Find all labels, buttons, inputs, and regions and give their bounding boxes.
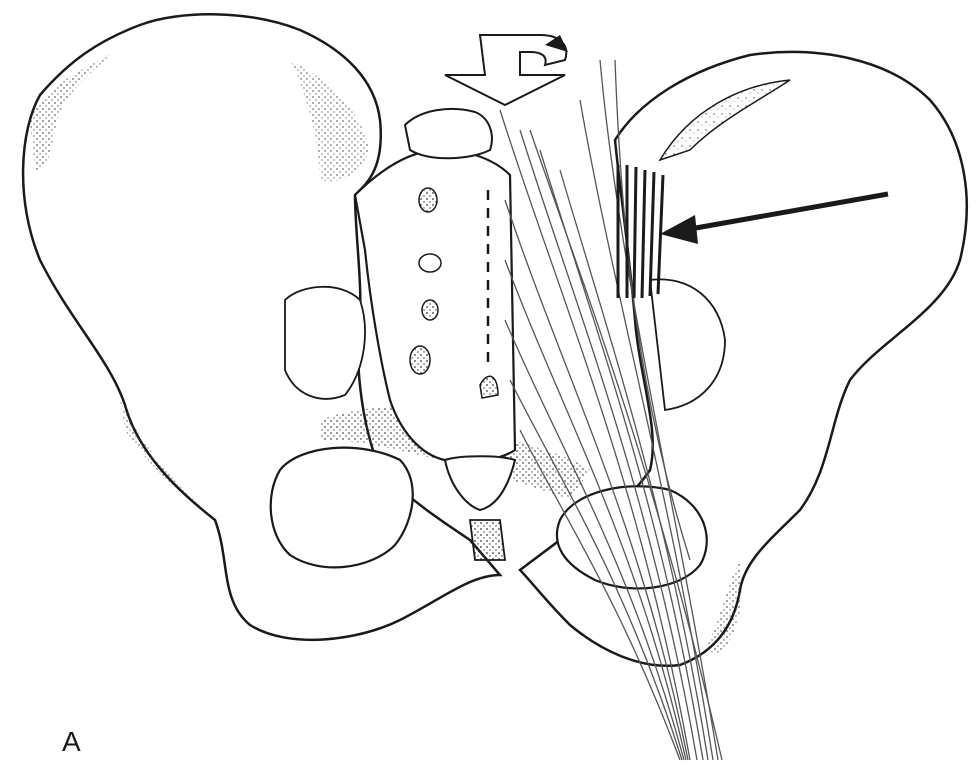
sacral-foramen-1 (419, 188, 437, 212)
left-acetabulum-rim (285, 287, 365, 399)
sacral-foramen-4 (410, 346, 430, 374)
coccyx (445, 456, 515, 510)
sacral-foramen-2 (419, 254, 441, 272)
panel-label: A (62, 728, 81, 756)
sacral-foramen-3 (422, 300, 438, 320)
left-obturator-foramen (271, 448, 413, 568)
pubic-symphysis (470, 520, 505, 560)
l5-vertebra (405, 109, 492, 158)
